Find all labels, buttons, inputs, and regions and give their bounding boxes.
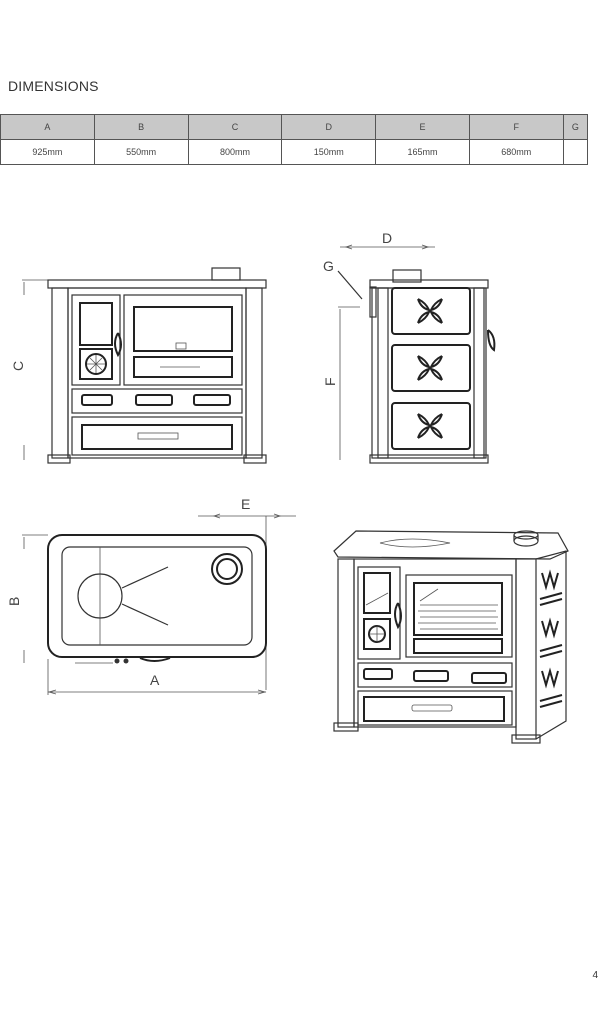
value-b: 550mm [93,139,189,165]
header-f: F [468,114,564,140]
header-g: G [562,114,589,140]
value-g [562,139,589,165]
top-view-drawing: E B A [6,496,296,695]
dimension-g-label: G [323,258,334,274]
side-panel-bottom [391,402,471,450]
table-header-row: A B C D E F G [0,114,589,140]
value-a: 925mm [0,139,95,165]
dimension-b-label: B [6,597,22,606]
dimensions-table: A B C D E F G 925mm 550mm 800mm 150mm 16… [0,114,589,165]
page-number: 4 [592,970,598,981]
perspective-view-drawing [333,530,569,744]
page-title: DIMENSIONS [8,78,99,94]
header-d: D [281,114,377,140]
header-c: C [187,114,283,140]
value-f: 680mm [468,139,564,165]
front-view-drawing: C [10,267,267,464]
header-a: A [0,114,95,140]
side-panel-top [391,287,471,335]
side-view-drawing: D G F [322,230,496,464]
header-b: B [93,114,189,140]
dimension-c-label: C [10,361,26,371]
header-e: E [375,114,470,140]
side-panel-middle [391,344,471,392]
dimension-d-label: D [382,230,392,246]
dimension-a-label: A [150,672,160,688]
dimension-e-label: E [241,496,250,512]
table-row: 925mm 550mm 800mm 150mm 165mm 680mm [0,139,589,165]
dimension-f-label: F [322,377,338,386]
value-d: 150mm [281,139,377,165]
value-c: 800mm [187,139,283,165]
value-e: 165mm [375,139,470,165]
